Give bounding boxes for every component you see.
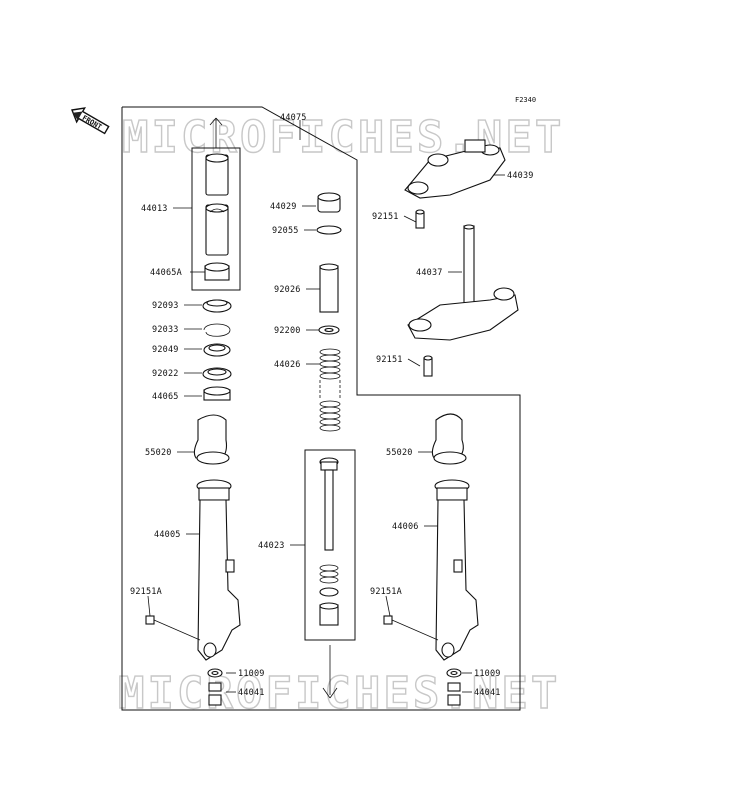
label-92026: 92026 bbox=[274, 285, 301, 295]
label-92151-top: 92151 bbox=[372, 212, 399, 222]
part-92151A-right-bolt bbox=[383, 615, 439, 641]
label-92151A-left: 92151A bbox=[130, 587, 162, 597]
part-44006-right-outer-tube bbox=[434, 479, 479, 661]
part-44026-spring bbox=[319, 348, 341, 432]
part-44065A-bushing bbox=[204, 262, 230, 281]
label-44023: 44023 bbox=[258, 541, 285, 551]
label-92200: 92200 bbox=[274, 326, 301, 336]
watermark-top: MICROFICHES.NET bbox=[122, 112, 564, 163]
part-44037-steering-stem bbox=[407, 224, 519, 341]
part-55020-left-fork-guard bbox=[193, 414, 230, 465]
label-55020-right: 55020 bbox=[386, 448, 413, 458]
part-44023-damper-rod bbox=[319, 457, 339, 626]
part-44065-bushing bbox=[203, 386, 231, 401]
part-44041-right-bolt bbox=[447, 682, 461, 706]
part-11009-right-gasket bbox=[446, 668, 462, 678]
part-92033-snap-ring bbox=[203, 323, 231, 337]
part-44013-inner-tube-upper bbox=[205, 153, 229, 196]
label-44065A: 44065A bbox=[150, 268, 182, 278]
front-arrow-icon: FRONT bbox=[71, 107, 110, 135]
label-92055: 92055 bbox=[272, 226, 299, 236]
label-92093: 92093 bbox=[152, 301, 179, 311]
part-44029-cap-bolt bbox=[317, 192, 341, 213]
part-92049-seal bbox=[203, 343, 231, 357]
part-55020-right-fork-guard bbox=[431, 413, 467, 465]
label-44029: 44029 bbox=[270, 202, 297, 212]
label-44026: 44026 bbox=[274, 360, 301, 370]
part-11009-left-gasket bbox=[207, 668, 223, 678]
diagram-code: F2340 bbox=[515, 96, 536, 104]
label-44039: 44039 bbox=[507, 171, 534, 181]
label-44005: 44005 bbox=[154, 530, 181, 540]
label-92049: 92049 bbox=[152, 345, 179, 355]
part-44039-upper-bracket bbox=[404, 139, 506, 199]
part-92022-washer bbox=[202, 367, 232, 381]
part-44013-inner-tube-lower bbox=[205, 203, 229, 256]
label-44013: 44013 bbox=[141, 204, 168, 214]
part-44041-left-bolt bbox=[208, 682, 222, 706]
part-92151-top-bolt bbox=[415, 209, 425, 229]
label-44006: 44006 bbox=[392, 522, 419, 532]
label-11009-right: 11009 bbox=[474, 669, 501, 679]
part-92055-o-ring bbox=[316, 225, 342, 235]
part-labels: 44075 44013 44065A 92093 92033 92049 920… bbox=[130, 113, 534, 698]
label-92151-bottom: 92151 bbox=[376, 355, 403, 365]
label-55020-left: 55020 bbox=[145, 448, 172, 458]
part-92026-spacer bbox=[319, 263, 339, 313]
part-44005-left-outer-tube bbox=[196, 479, 241, 661]
part-92093-oil-seal bbox=[202, 299, 232, 313]
label-44037: 44037 bbox=[416, 268, 443, 278]
assembly-frame bbox=[121, 106, 521, 711]
label-44041-right: 44041 bbox=[474, 688, 501, 698]
label-44065: 44065 bbox=[152, 392, 179, 402]
part-92151A-left-bolt bbox=[145, 615, 201, 641]
label-92151A-right: 92151A bbox=[370, 587, 402, 597]
label-11009-left: 11009 bbox=[238, 669, 265, 679]
label-92022: 92022 bbox=[152, 369, 179, 379]
label-92033: 92033 bbox=[152, 325, 179, 335]
part-92151-bottom-bolt bbox=[423, 355, 433, 377]
label-44075: 44075 bbox=[280, 113, 307, 123]
label-44041-left: 44041 bbox=[238, 688, 265, 698]
part-92200-washer bbox=[318, 325, 340, 335]
